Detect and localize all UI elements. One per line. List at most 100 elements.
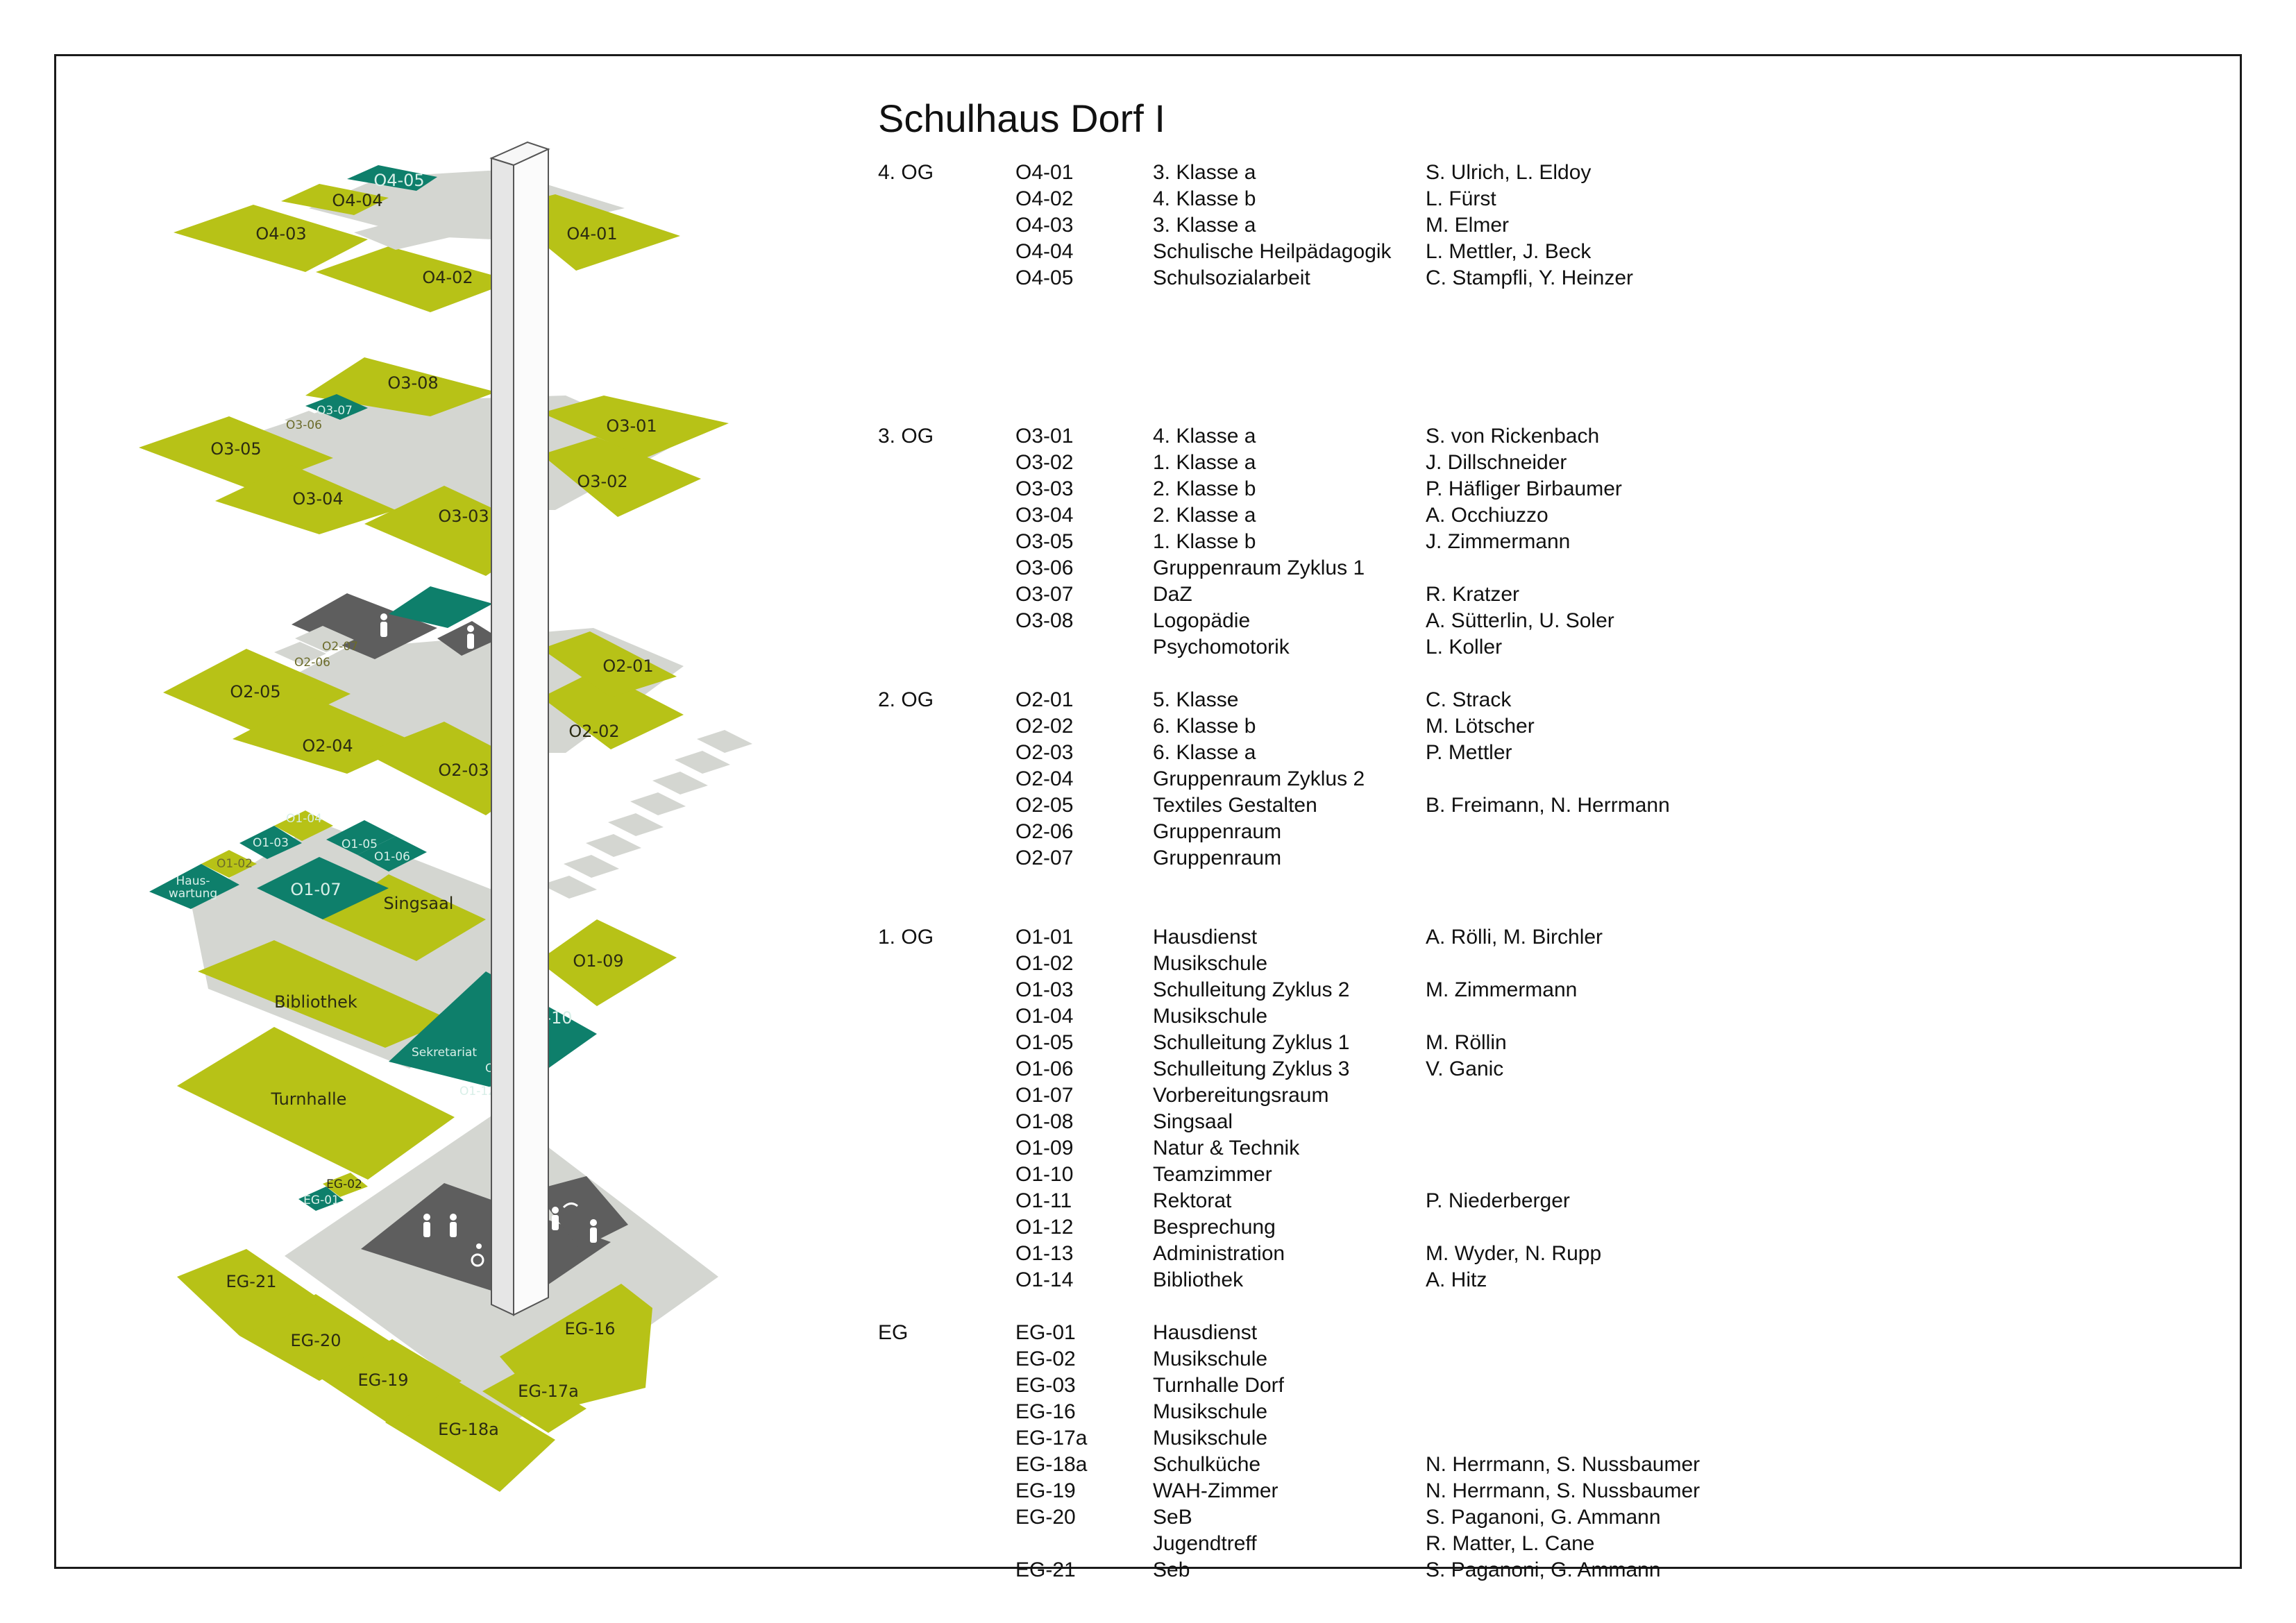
floor-1og: O1-04 O1-03 O1-05 O1-02 O1-06 Haus- wart… (149, 810, 677, 1180)
room-id: EG-16 (1015, 1400, 1076, 1423)
room-id: O2-04 (1015, 767, 1074, 790)
room-use: Natur & Technik (1153, 1137, 1300, 1159)
room-person: V. Ganic (1426, 1057, 1504, 1080)
room-person: N. Herrmann, S. Nussbaumer (1426, 1479, 1700, 1502)
room-use: Hausdienst (1153, 1321, 1258, 1344)
room-label: EG-19 (358, 1370, 409, 1390)
room-id: O1-03 (1015, 978, 1074, 1001)
room-label: O3-02 (577, 472, 627, 491)
room-label: O2-04 (302, 736, 353, 756)
room-person: A. Occhiuzzo (1426, 504, 1548, 527)
floor-label: 1. OG (878, 926, 934, 949)
room-person: P. Häfliger Birbaumer (1426, 477, 1622, 500)
room-use: Textiles Gestalten (1153, 794, 1317, 817)
og1-hauswartung (149, 864, 239, 909)
og1-room-07 (257, 857, 389, 919)
room-label: Singsaal (384, 894, 454, 913)
room-label: O1-04 (286, 812, 322, 826)
og3-room-07 (305, 394, 368, 420)
og1-room-05 (326, 820, 396, 855)
person-icon (450, 1214, 457, 1237)
og1-room-03 (239, 826, 302, 859)
room-id: O3-05 (1015, 530, 1074, 553)
room-label: O1-02 (217, 857, 253, 871)
floor-2og: O2-07 O2-06 O2-05 O2-01 O2-04 O2-02 O2-0… (163, 586, 684, 815)
person-icon (380, 613, 387, 637)
eg-room-17a (482, 1370, 586, 1433)
room-person: L. Fürst (1426, 187, 1496, 210)
room-id: O4-04 (1015, 240, 1074, 263)
room-person: M. Röllin (1426, 1031, 1507, 1054)
eg-room-21 (177, 1249, 323, 1336)
room-use: Singsaal (1153, 1110, 1233, 1133)
table-row: EG-19 WAH-Zimmer N. Herrmann, S. Nussbaume… (878, 1478, 2197, 1504)
room-id: EG-21 (1015, 1558, 1076, 1581)
room-id: O2-03 (1015, 741, 1074, 764)
room-id: O2-07 (1015, 847, 1074, 869)
og2-wc-1 (292, 593, 437, 659)
og4-room-05 (347, 165, 437, 191)
room-label: O4-01 (566, 224, 617, 244)
room-label: EG-18a (438, 1420, 499, 1439)
room-use: Bibliothek (1153, 1268, 1244, 1291)
room-label: EG-01 (303, 1193, 339, 1207)
room-use: Schulküche (1153, 1453, 1261, 1476)
room-label: O2-07 (322, 640, 358, 654)
room-person: M. Lötscher (1426, 715, 1535, 738)
eg-room-16 (500, 1284, 652, 1412)
room-label: EG-16 (565, 1319, 616, 1339)
og1-room-04 (274, 810, 333, 841)
room-id: EG-19 (1015, 1479, 1076, 1502)
room-use: Gruppenraum Zyklus 2 (1153, 767, 1365, 790)
room-person: C. Strack (1426, 688, 1512, 711)
og2-room-02 (541, 670, 684, 749)
room-id: O4-01 (1015, 161, 1074, 184)
room-use: 4. Klasse b (1153, 187, 1256, 210)
og2-room-07 (295, 626, 354, 652)
room-use: Psychomotorik (1153, 636, 1290, 658)
room-label: O4-03 (255, 224, 306, 244)
room-label: O4-05 (373, 171, 424, 190)
room-id: EG-20 (1015, 1506, 1076, 1529)
person-icon (423, 1214, 430, 1237)
room-use: 6. Klasse b (1153, 715, 1256, 738)
page-frame (54, 54, 2242, 1569)
room-person: A. Hitz (1426, 1268, 1487, 1291)
room-id: O1-02 (1015, 952, 1074, 975)
room-id: EG-17a (1015, 1427, 1088, 1450)
room-label: O2-03 (438, 760, 489, 780)
room-person: J. Zimmermann (1426, 530, 1571, 553)
room-use: 1. Klasse b (1153, 530, 1256, 553)
floor-4og: O4-05 O4-04 O4-03 O4-01 O4-02 (174, 165, 680, 312)
room-use: WAH-Zimmer (1153, 1479, 1278, 1502)
room-use: 4. Klasse a (1153, 425, 1256, 448)
room-id: O3-06 (1015, 556, 1074, 579)
floor-label: 3. OG (878, 425, 934, 448)
room-id: O3-02 (1015, 451, 1074, 474)
room-label: O3-05 (210, 439, 261, 459)
room-label: O1-09 (573, 951, 623, 971)
room-id: O3-08 (1015, 609, 1074, 632)
room-id: O1-12 (1015, 1216, 1074, 1239)
room-label: O2-02 (568, 722, 619, 741)
room-use: Rektorat (1153, 1189, 1232, 1212)
og1-room-02 (201, 850, 257, 878)
og4-room-02 (316, 246, 514, 312)
